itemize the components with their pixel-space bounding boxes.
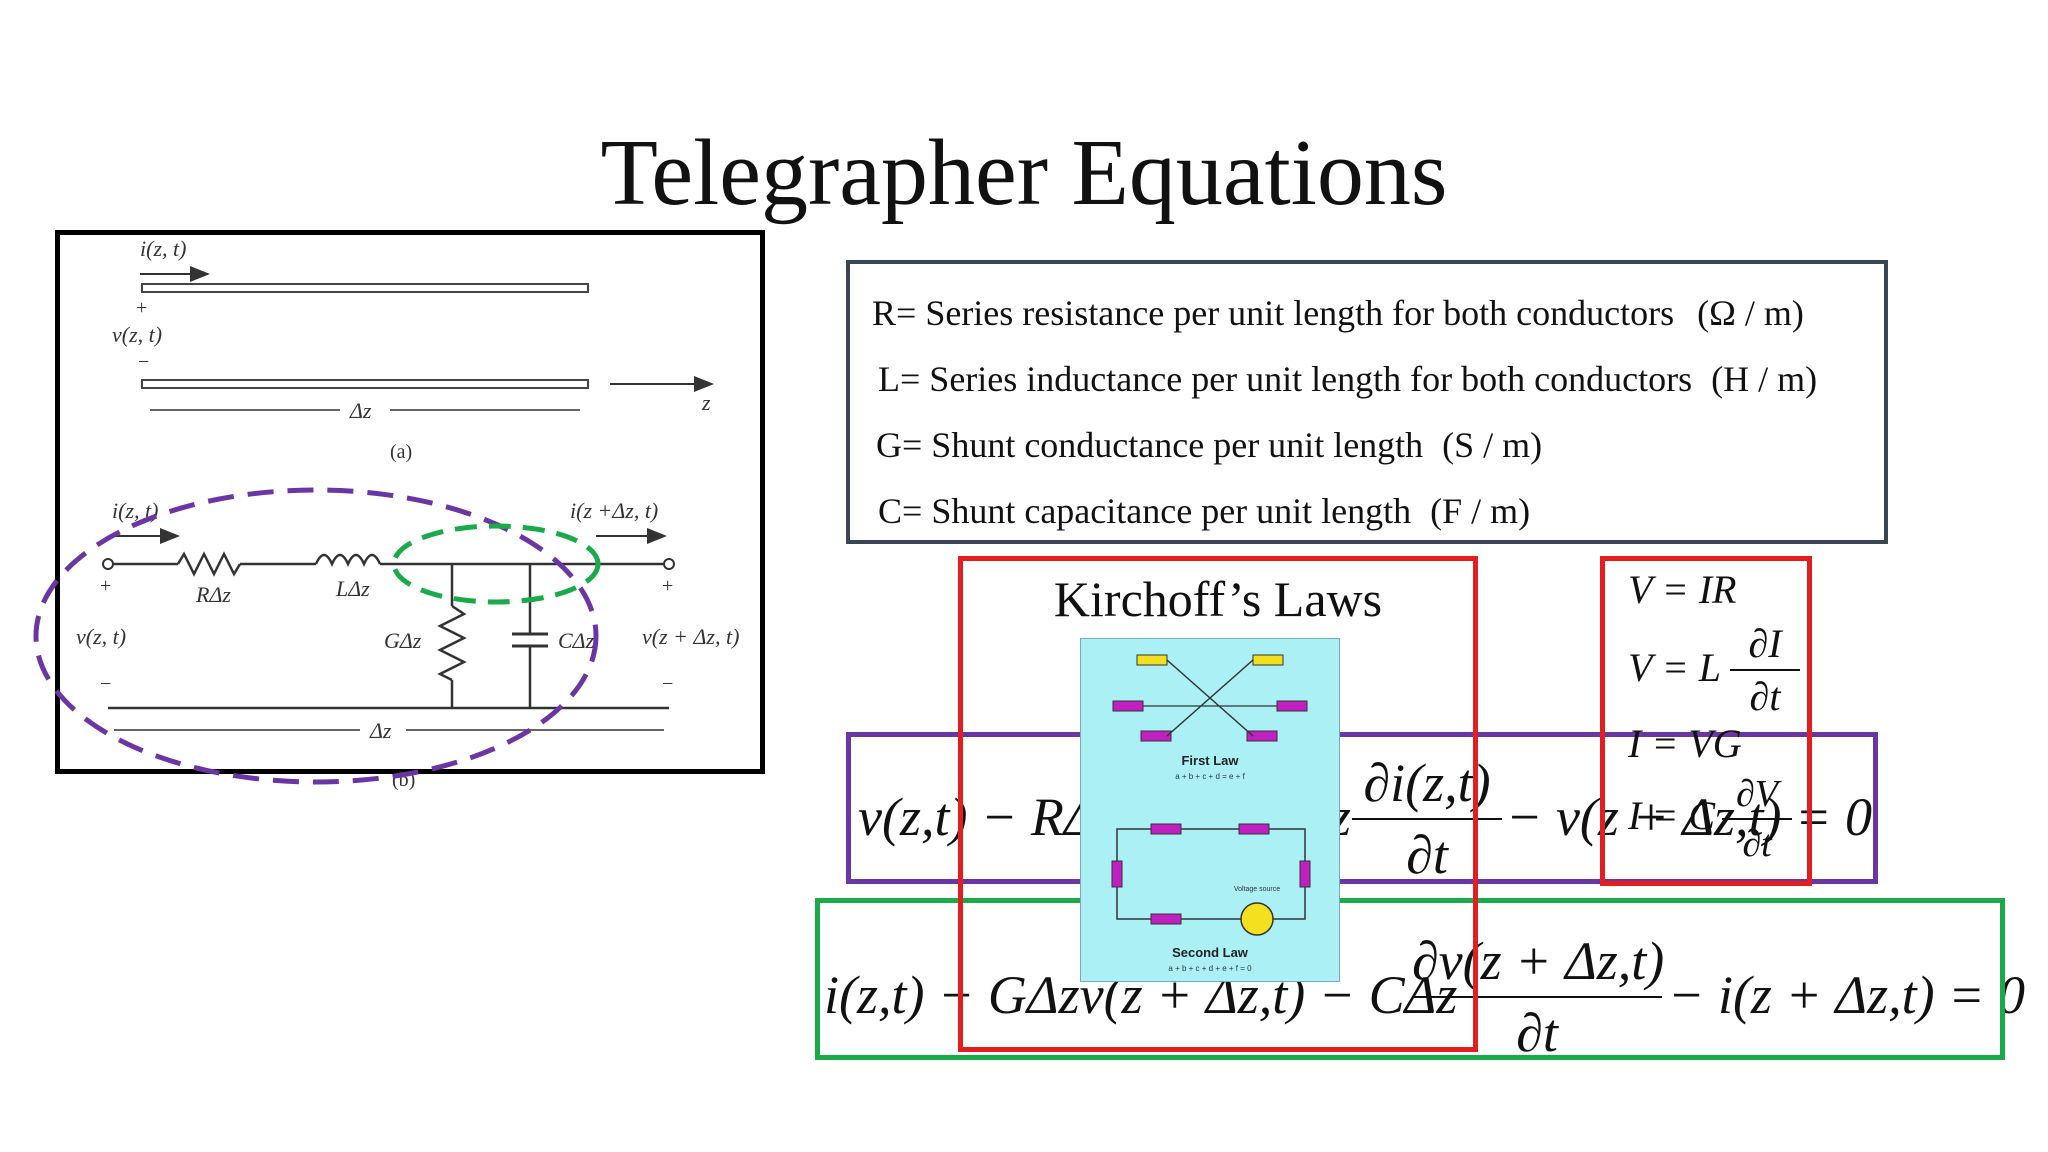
right-voltage-label: v(z + Δz, t) [642,624,739,649]
green-highlight-ellipse [391,523,601,605]
definition-c: C= Shunt capacitance per unit length (F … [878,491,1531,531]
top-current-label: i(z, t) [140,236,186,261]
unit-g: (S / m) [1442,425,1543,465]
equation-2-denominator: ∂t [1516,1003,1558,1063]
element-laws-box [1600,556,1812,886]
minus-left: − [100,673,111,695]
circuit-diagram: i(z, t) + v(z, t) − z Δz (a) i(z, t) i(z… [33,236,739,791]
second-law-label: Second Law [1172,945,1249,960]
delta-z-a: Δz [349,398,372,423]
capacitor-law-fraction: ∂V ∂t [1722,772,1792,866]
unit-c: (F / m) [1430,491,1531,531]
equation-2-box [815,898,2005,1060]
equation-2-fraction: ∂v(z + Δz,t) ∂t [1412,930,1665,1064]
definitions-box: R= Series resistance per unit length for… [846,260,1888,544]
voltage-source-label: Voltage source [1234,886,1280,893]
resistance-label: RΔz [195,582,231,607]
delta-z-b: Δz [369,718,392,743]
conductance-law: I = VG [1628,721,1742,766]
first-law-equation: a + b + c + d = e + f [1175,772,1245,781]
resistor-symbol [176,551,242,577]
kirchoff-title: Kirchoff’s Laws [1053,571,1383,627]
definition-g: G= Shunt conductance per unit length (S … [876,425,1543,465]
purple-highlight-ellipse [33,487,599,785]
first-law-label: First Law [1181,753,1239,768]
unit-r: (Ω / m) [1697,293,1804,333]
plus-right: + [662,575,673,597]
plus-sign: + [136,297,147,319]
inductor-law-fraction: ∂I ∂t [1730,620,1800,720]
equation-1-denominator: ∂t [1406,825,1448,885]
inductance-label: LΔz [335,576,370,601]
equation-2-rhs: − i(z + Δz,t) = 0 [1668,965,2026,1025]
z-axis-label: z [701,390,711,415]
equation-2-numerator: ∂v(z + Δz,t) [1412,931,1665,991]
equation-1-numerator: ∂i(z,t) [1363,753,1491,813]
conductance-symbol [437,604,467,682]
unit-l: (H / m) [1711,359,1818,399]
definition-l: L= Series inductance per unit length for… [878,359,1818,399]
minus-right: − [662,673,673,695]
right-current-label: i(z +Δz, t) [570,498,658,523]
ohm-law-v-ir: V = IR [1628,567,1737,612]
equation-1-fraction: ∂i(z,t) ∂t [1352,752,1502,886]
inductor-law-lhs: V = L [1628,645,1721,690]
lower-conductor [141,379,589,389]
conductance-label: GΔz [384,628,422,653]
figure-label-a: (a) [390,441,412,463]
equation-1-box [846,732,1878,884]
capacitance-label: CΔz [558,628,595,653]
definition-r: R= Series resistance per unit length for… [872,293,1804,333]
minus-sign: − [138,351,149,373]
kirchoff-laws-image: First Law a + b + c + d = e + f Voltage … [1080,638,1340,982]
left-voltage-label: v(z, t) [76,624,126,649]
second-law-equation: a + b + c + d + e + f = 0 [1168,964,1252,973]
capacitor-law-lhs: I = C [1628,793,1715,838]
inductor-symbol [314,553,382,568]
plus-left: + [100,575,111,597]
line-voltage-label: v(z, t) [112,322,162,347]
upper-conductor [141,283,589,293]
kirchoff-box [958,556,1478,1052]
equation-1-lhs: v(z,t) − RΔ [858,787,1096,847]
slide-title: Telegrapher Equations [600,121,1448,225]
